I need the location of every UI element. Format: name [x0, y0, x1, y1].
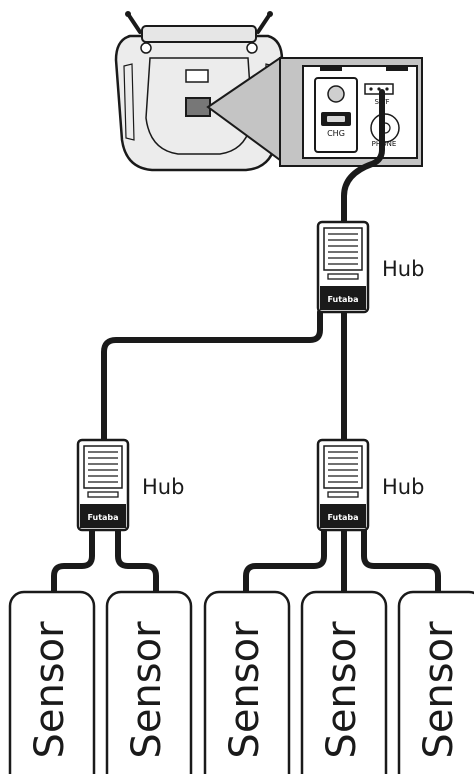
sensor-5: Sensor — [397, 590, 474, 774]
cable-hub-to-left-hub — [101, 309, 323, 443]
hub-label: Hub — [382, 257, 424, 281]
sensor-1: Sensor — [8, 590, 96, 774]
hub-brand: Futaba — [87, 513, 118, 522]
sensor-label: Sensor — [222, 621, 268, 759]
cable-right-hub-to-sensor-3 — [243, 525, 327, 595]
hub-1: Futaba Hub — [316, 220, 424, 314]
sensor-4: Sensor — [300, 590, 388, 774]
chg-port-label: CHG — [327, 129, 345, 138]
cable-transmitter-to-hub — [341, 89, 385, 225]
hub-brand-plate — [80, 504, 126, 528]
cable-left-hub-to-sensor-2 — [115, 525, 159, 595]
sensor-3: Sensor — [203, 590, 291, 774]
hub-brand: Futaba — [327, 295, 358, 304]
cable-left-hub-to-sensor-1 — [51, 525, 95, 595]
sensor-2: Sensor — [105, 590, 193, 774]
hub-brand: Futaba — [327, 513, 358, 522]
hub-brand-plate — [320, 504, 366, 528]
cable-right-hub-to-sensor-5 — [361, 525, 441, 595]
sensors: Sensor Sensor Sensor Sensor Sensor — [8, 590, 474, 774]
hub-brand-plate — [320, 286, 366, 310]
cables — [51, 89, 441, 595]
sensor-label: Sensor — [124, 621, 170, 759]
sensor-label: Sensor — [27, 621, 73, 759]
hub-label: Hub — [142, 475, 184, 499]
sensor-label: Sensor — [416, 621, 462, 759]
hub-2: Futaba Hub — [76, 438, 184, 532]
hub-label: Hub — [382, 475, 424, 499]
hub-3: Futaba Hub — [316, 438, 424, 532]
port-closeup-panel — [279, 57, 423, 167]
sensor-label: Sensor — [319, 621, 365, 759]
